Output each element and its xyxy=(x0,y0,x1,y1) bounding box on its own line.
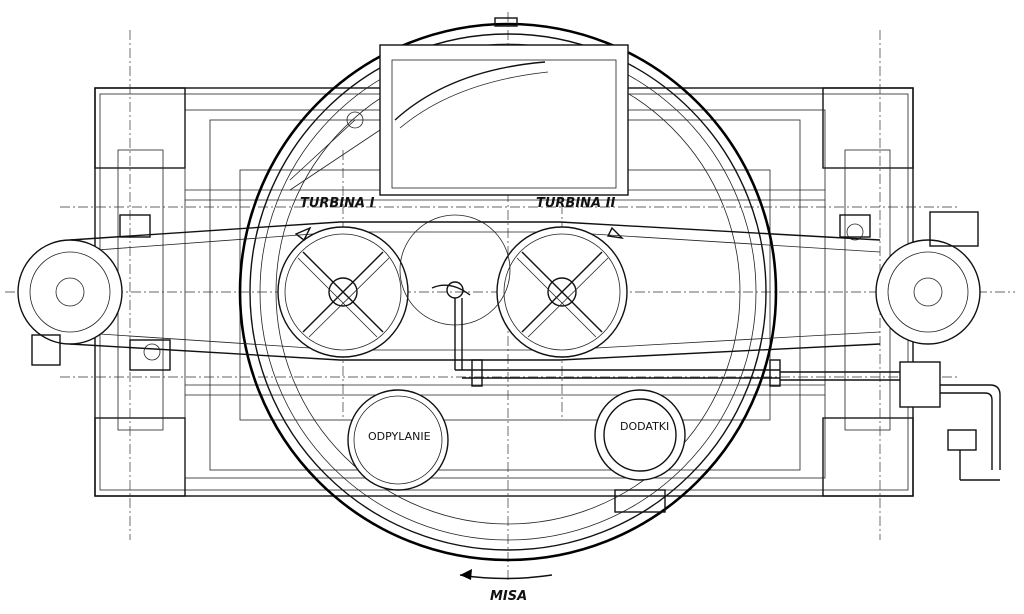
turbine-1 xyxy=(277,226,409,358)
piping-right xyxy=(780,361,1001,481)
bowl-rotation-arrow xyxy=(459,569,553,580)
label-bowl: MISA xyxy=(490,589,527,604)
dedusting-port xyxy=(347,389,449,491)
bowl-ring xyxy=(238,22,778,562)
label-additives: DODATKI xyxy=(620,420,669,433)
label-turbine-1: TURBINA I xyxy=(300,196,375,211)
additives-port xyxy=(594,389,686,513)
side-brackets xyxy=(119,214,871,371)
drive-belt xyxy=(69,221,881,361)
label-turbine-2: TURBINA II xyxy=(536,196,615,211)
label-dedusting: ODPYLANIE xyxy=(368,430,431,443)
top-hatch xyxy=(289,17,629,196)
center-nozzle xyxy=(399,214,781,387)
turbine-2 xyxy=(496,226,628,358)
right-pulley xyxy=(875,211,981,345)
left-pulley xyxy=(17,239,123,366)
